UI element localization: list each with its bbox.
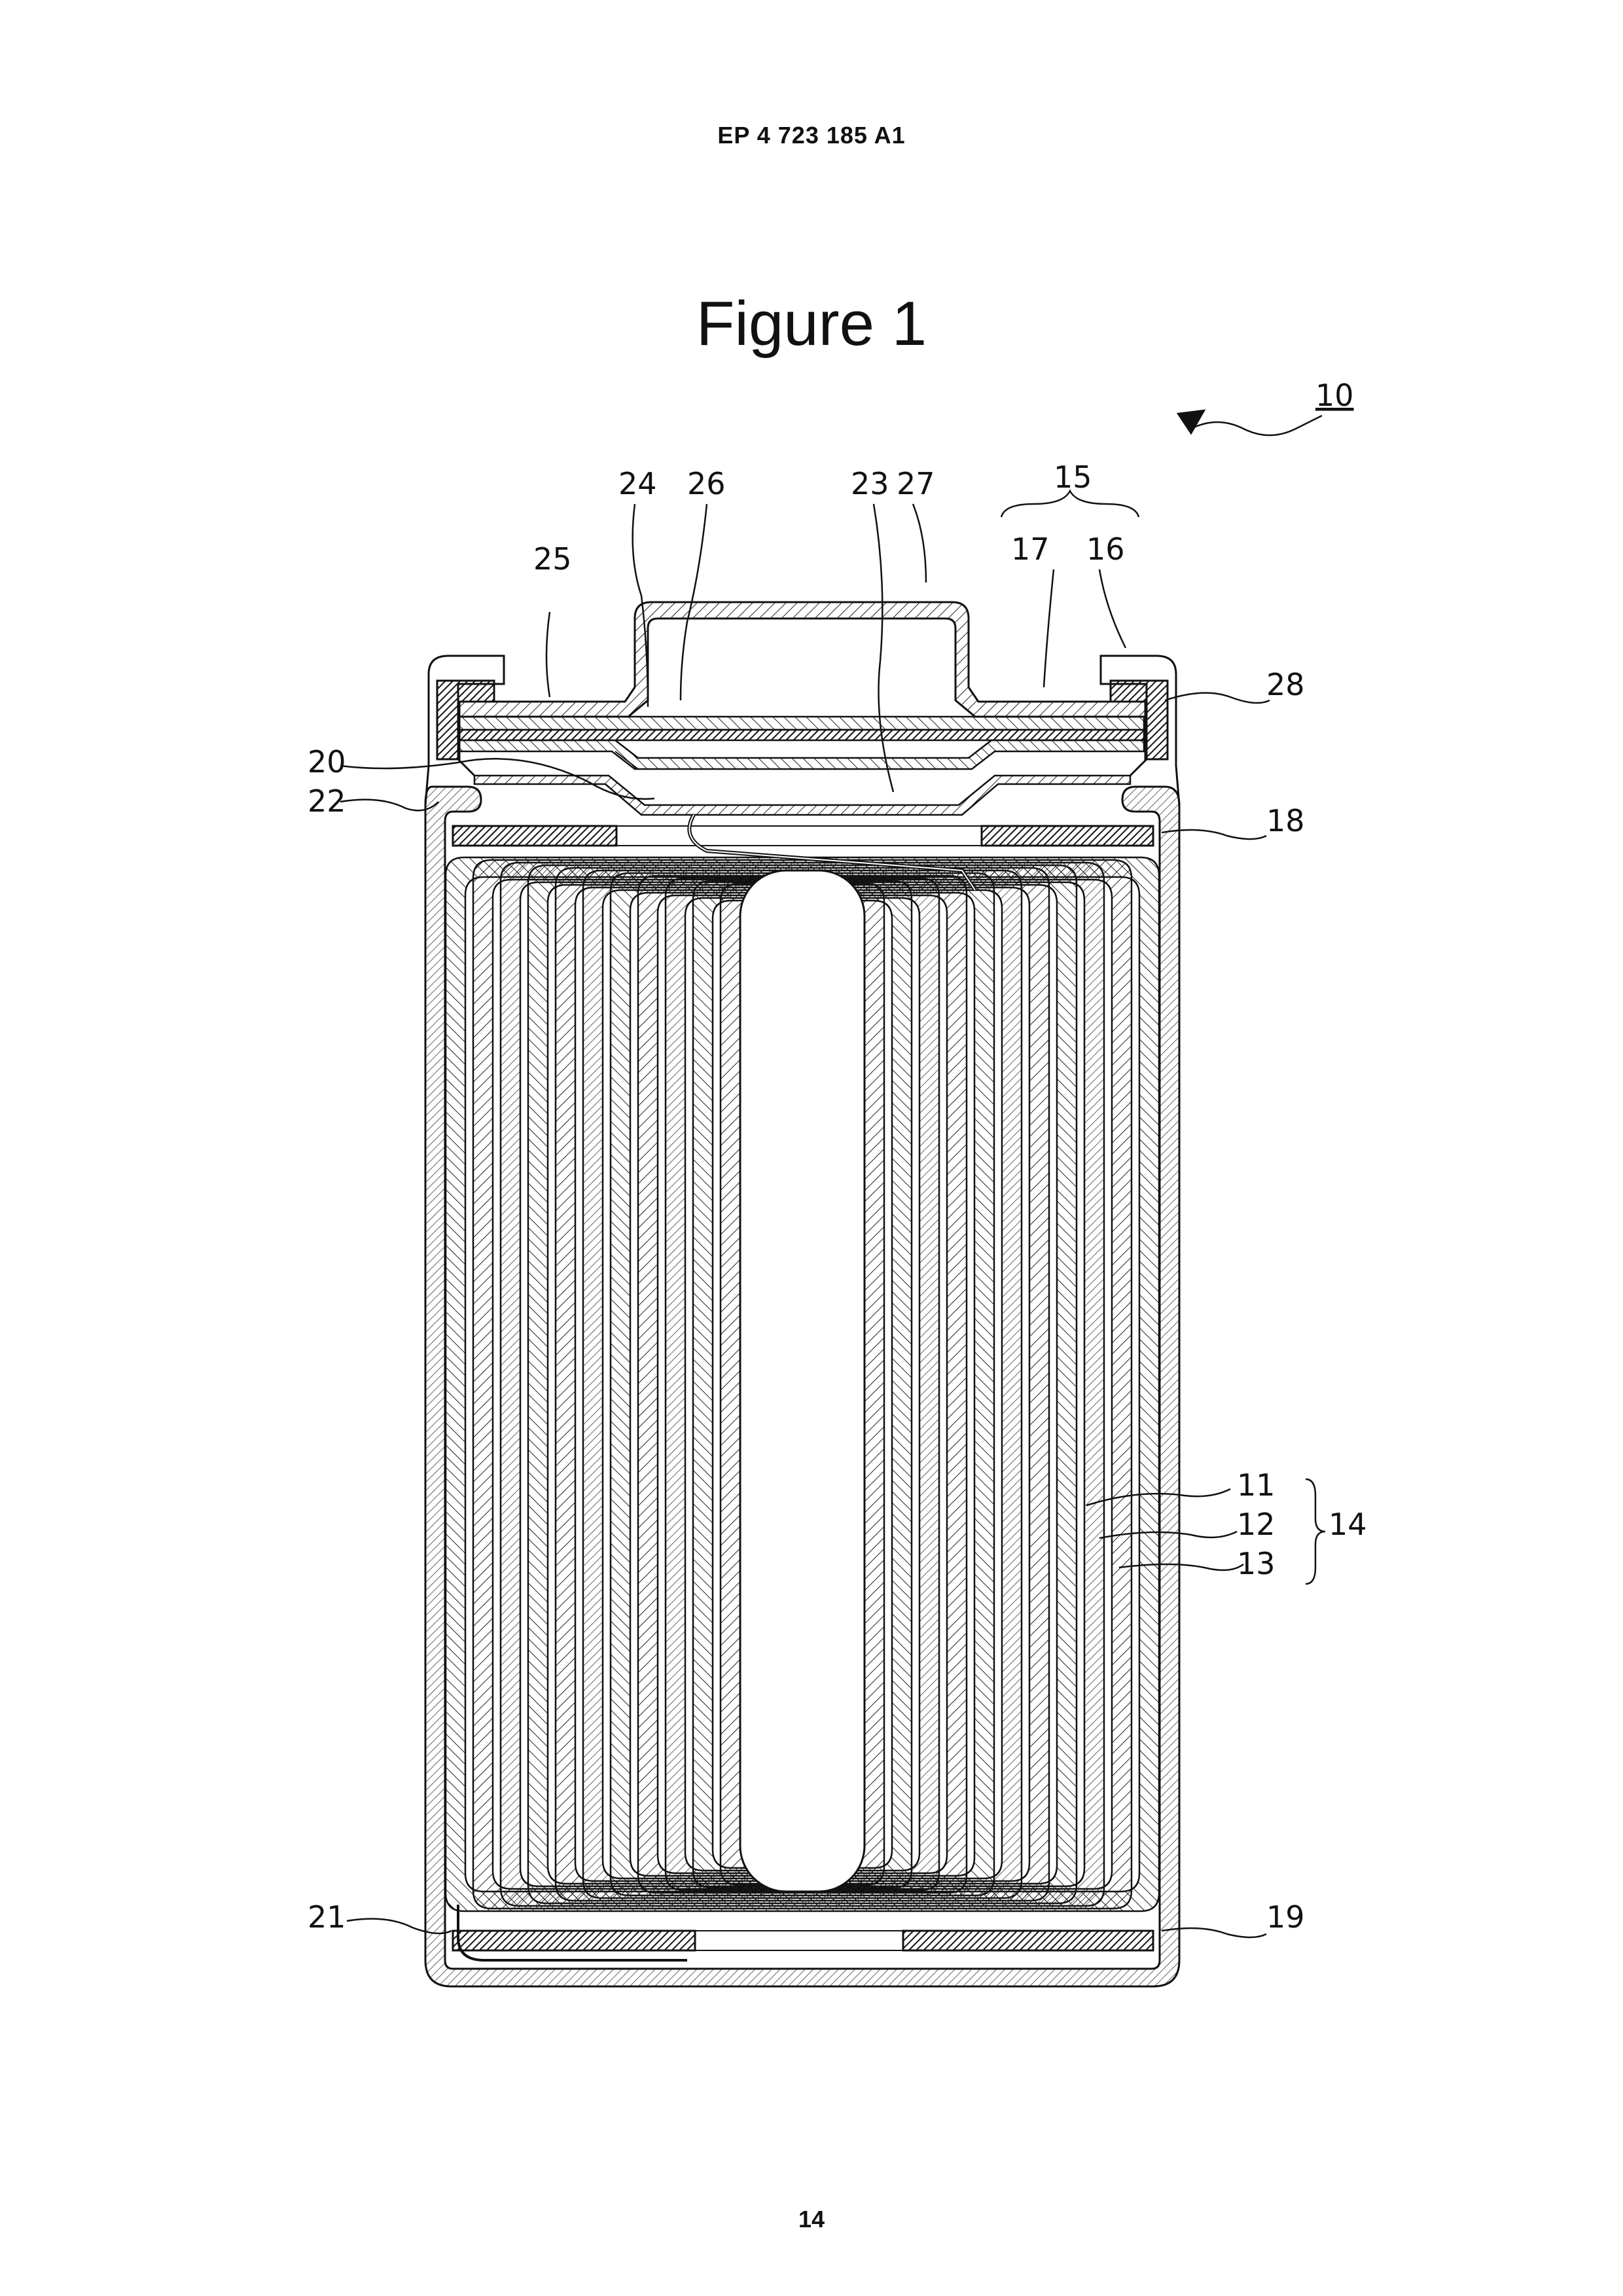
- label-28: 28: [1266, 667, 1305, 702]
- page-number: 14: [0, 2206, 1623, 2233]
- label-11: 11: [1237, 1467, 1275, 1503]
- label-18: 18: [1266, 803, 1305, 838]
- label-23: 23: [851, 466, 889, 501]
- electrode-assembly: [446, 857, 1159, 1911]
- label-17: 17: [1011, 531, 1050, 567]
- label-20: 20: [308, 744, 346, 780]
- label-19: 19: [1266, 1899, 1305, 1935]
- label-21: 21: [308, 1899, 346, 1935]
- insulating-plate-bottom: [453, 1931, 1153, 1950]
- label-24: 24: [618, 466, 657, 501]
- label-22: 22: [308, 783, 346, 819]
- label-15: 15: [1054, 459, 1092, 495]
- label-13: 13: [1237, 1546, 1275, 1581]
- bottom-plate: [474, 776, 1130, 815]
- cap-terminal: [458, 602, 1145, 717]
- label-16: 16: [1086, 531, 1125, 567]
- label-12: 12: [1237, 1507, 1275, 1542]
- insulating-plate-top: [453, 826, 1153, 846]
- label-27: 27: [897, 466, 935, 501]
- label-14: 14: [1329, 1507, 1367, 1542]
- label-25: 25: [533, 541, 572, 577]
- label-26: 26: [687, 466, 726, 501]
- center-core: [740, 870, 865, 1892]
- label-10: 10: [1315, 378, 1354, 413]
- sealing-layers: [459, 717, 1144, 769]
